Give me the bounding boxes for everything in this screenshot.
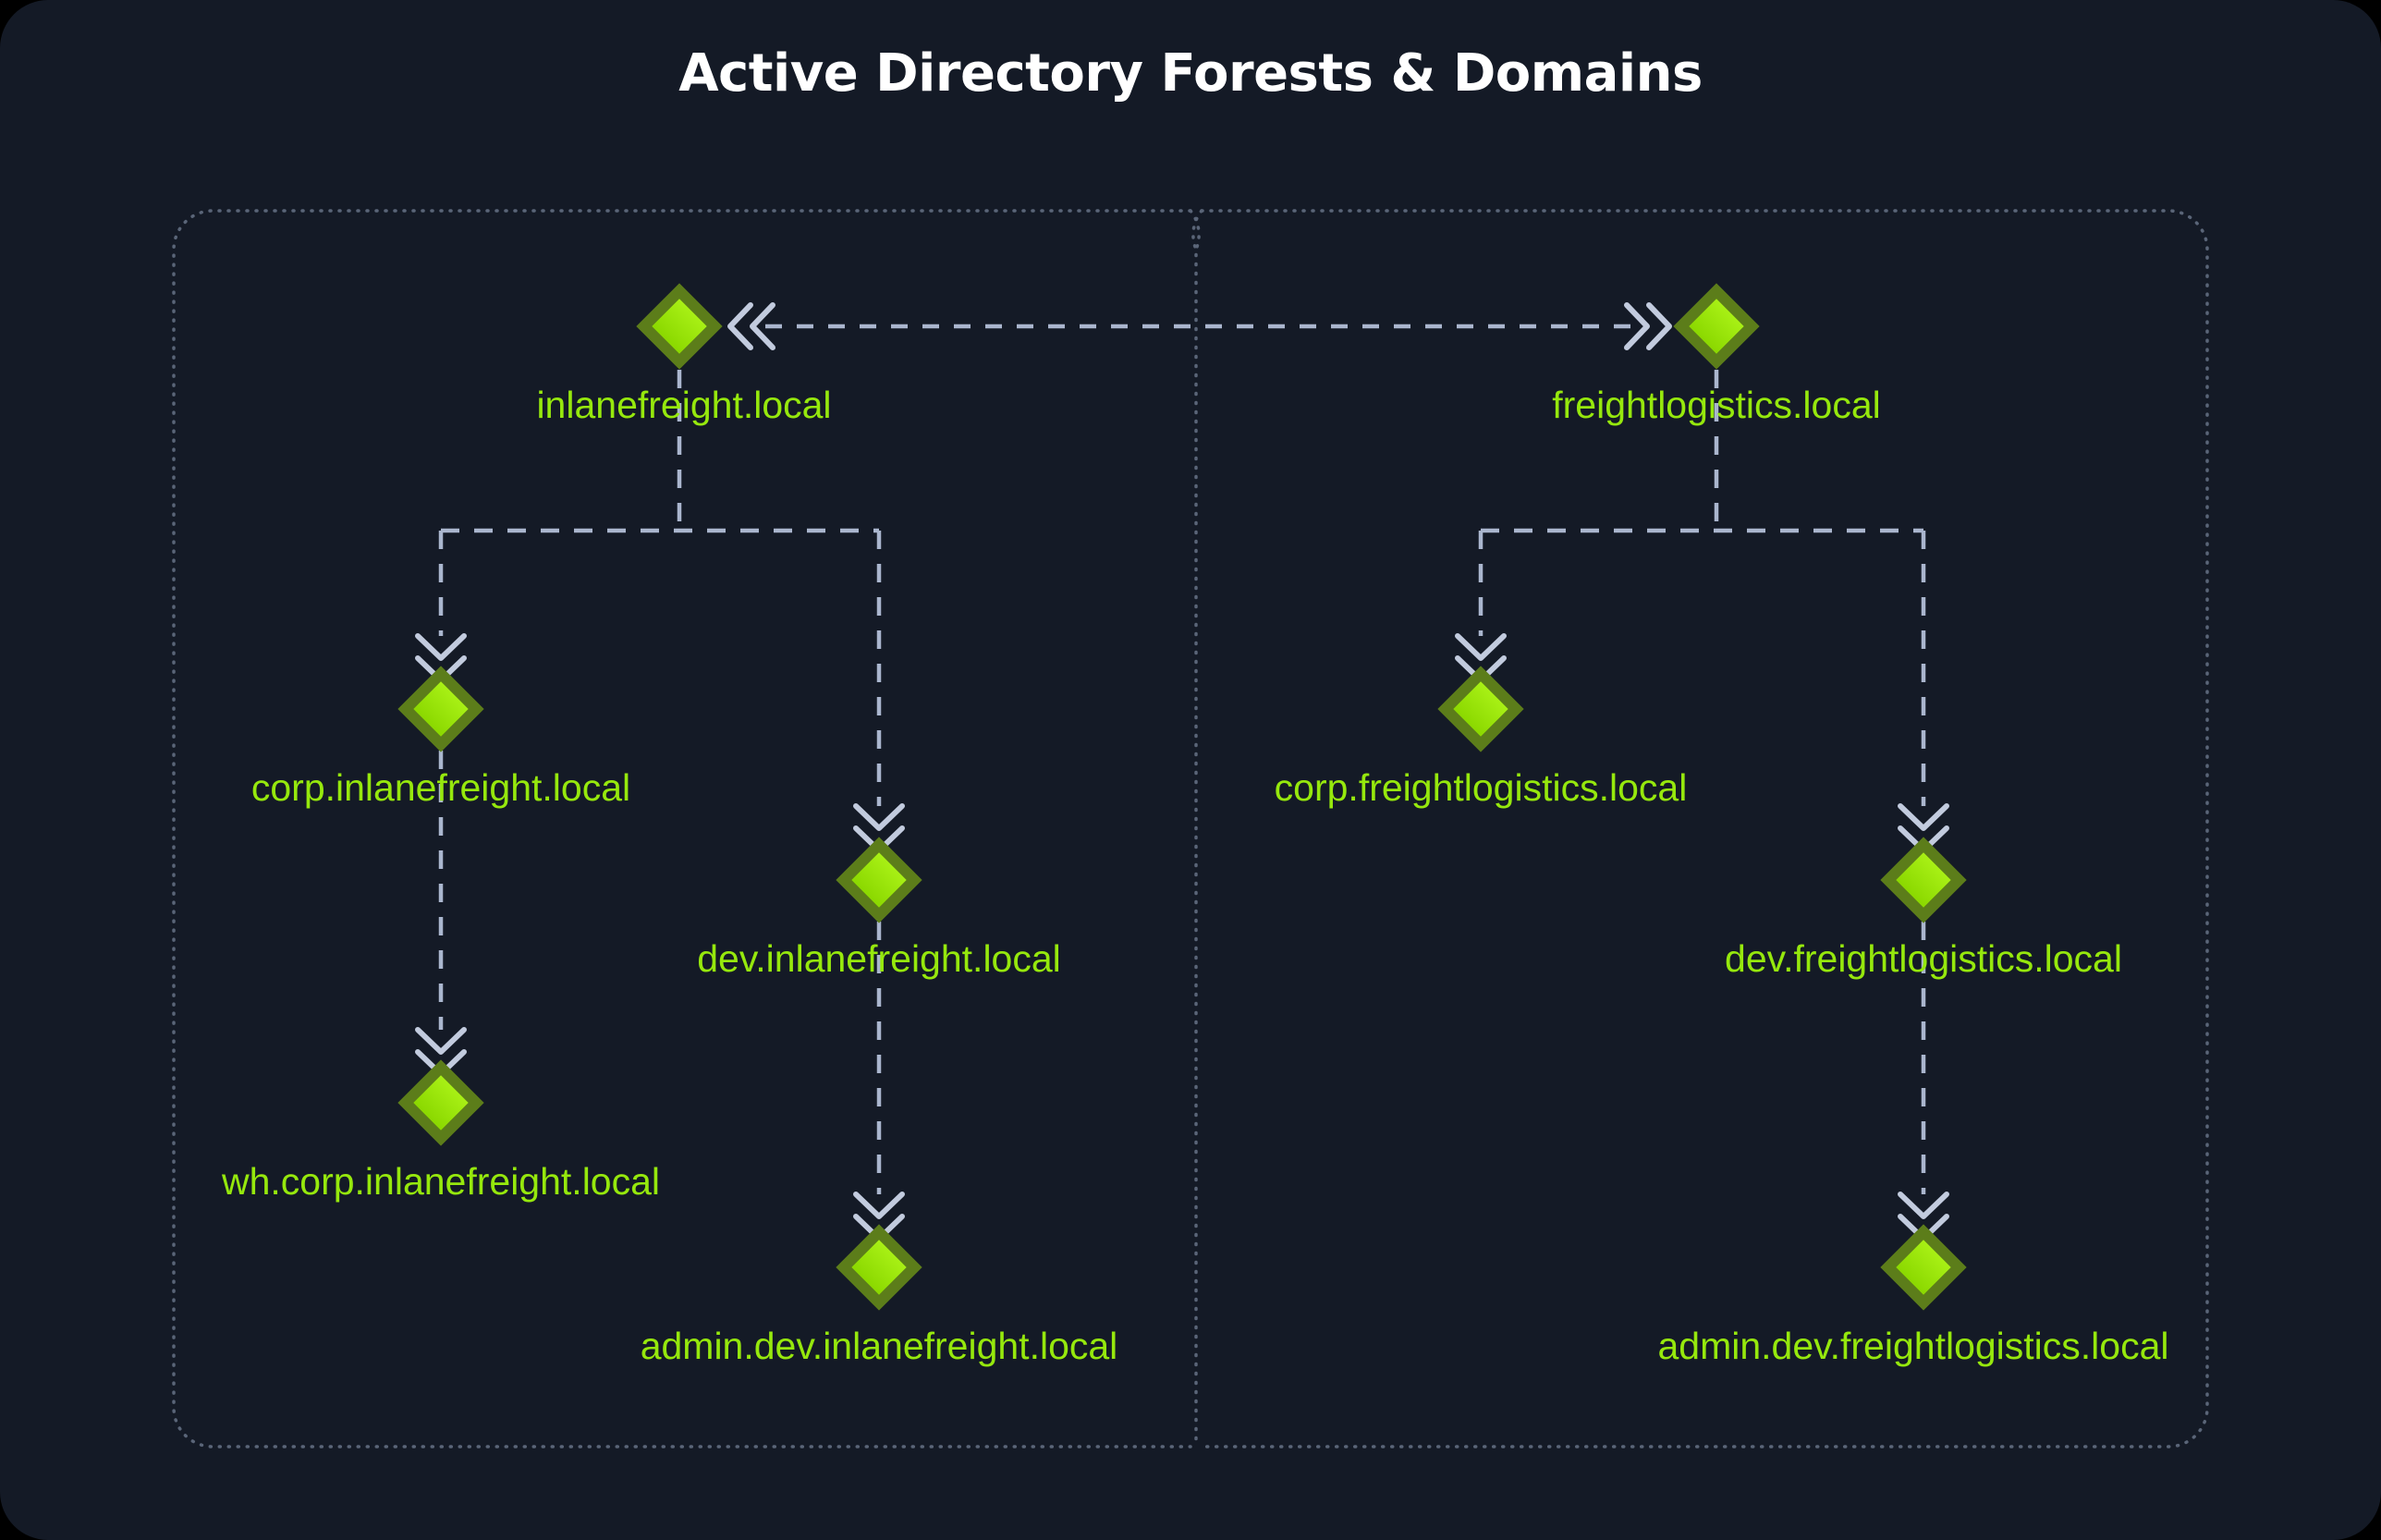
forest-panel-left-outline[interactable] [172,209,1192,1448]
diamond-icon [1437,666,1524,752]
domain-node-freightlogistics-local[interactable]: freightlogistics.local [1552,283,1881,426]
domain-node-admin-dev-freightlogistics-local[interactable]: admin.dev.freightlogistics.local [1658,1224,2169,1367]
diamond-icon [1880,837,1967,923]
forest-panel-divider [1189,209,1201,1448]
domain-label: dev.freightlogistics.local [1725,937,2122,980]
forest-panels [172,209,2209,1448]
domain-node-dev-inlanefreight-local[interactable]: dev.inlanefreight.local [697,837,1061,980]
domain-node-inlanefreight-local[interactable]: inlanefreight.local [536,283,832,426]
domain-node-dev-freightlogistics-local[interactable]: dev.freightlogistics.local [1725,837,2122,980]
diamond-icon [836,837,922,923]
double-chevron-right-icon [1624,302,1672,350]
diamond-icon [836,1224,922,1311]
domain-label: admin.dev.inlanefreight.local [641,1325,1118,1367]
double-chevron-left-icon [727,302,775,350]
domain-label: corp.freightlogistics.local [1275,766,1688,809]
diamond-icon [397,666,484,752]
forest-panel-right-outline[interactable] [1200,209,2209,1448]
domain-node-admin-dev-inlanefreight-local[interactable]: admin.dev.inlanefreight.local [641,1224,1118,1367]
connectors-inlanefreight [438,370,882,1194]
page-title: Active Directory Forests & Domains [678,43,1703,104]
forest-panel-divider-mirror [1191,209,1203,251]
domain-node-corp-inlanefreight-local[interactable]: corp.inlanefreight.local [251,666,630,809]
domain-node-wh-corp-inlanefreight-local[interactable]: wh.corp.inlanefreight.local [221,1059,660,1203]
diamond-icon [1673,283,1760,370]
domain-node-corp-freightlogistics-local[interactable]: corp.freightlogistics.local [1275,666,1688,809]
domain-label: wh.corp.inlanefreight.local [221,1160,660,1203]
diamond-icon [1880,1224,1967,1311]
connectors-freightlogistics [1478,370,1926,1194]
domain-label: admin.dev.freightlogistics.local [1658,1325,2169,1367]
trust-link-inlanefreight-freightlogistics[interactable] [727,302,1672,350]
domain-label: freightlogistics.local [1552,384,1881,426]
domain-label: inlanefreight.local [536,384,831,426]
domain-label: dev.inlanefreight.local [697,937,1061,980]
diamond-icon [397,1059,484,1146]
diamond-icon [636,283,723,370]
domain-label: corp.inlanefreight.local [251,766,630,809]
